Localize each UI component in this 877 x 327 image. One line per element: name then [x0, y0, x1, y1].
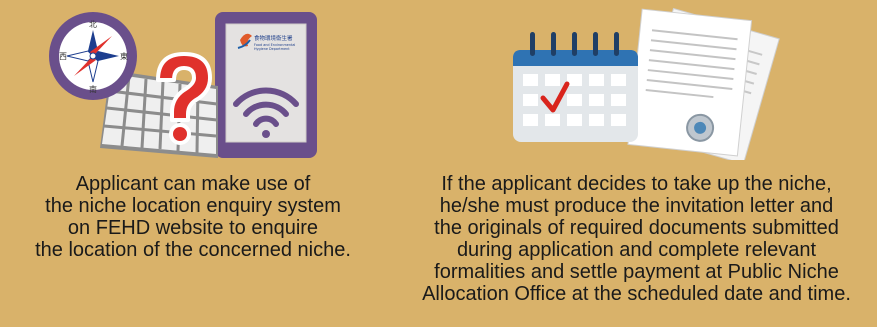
caption-line: on FEHD website to enquire: [67, 217, 319, 239]
appointment-caption: If the applicant decides to take up the …: [396, 173, 877, 305]
logo-name-en-2: Hygiene Department: [254, 47, 290, 51]
documents-icon: [627, 7, 780, 160]
seal-icon: [686, 113, 715, 142]
enquiry-illustration: 食物環境衞生署 Food and Environmental Hygiene D…: [49, 12, 317, 158]
caption-line: formalities and settle payment at Public…: [434, 261, 839, 283]
caption-line: If the applicant decides to take up the …: [441, 173, 832, 195]
caption-line: Applicant can make use of: [75, 173, 311, 195]
appointment-illustration: [513, 7, 780, 160]
caption-line: the location of the concerned niche.: [35, 239, 351, 261]
calendar-icon: [513, 32, 638, 142]
compass-west-label: 西: [59, 52, 67, 61]
logo-name-en-1: Food and Environmental: [254, 43, 295, 47]
compass-east-label: 東: [120, 51, 128, 61]
fehd-logo: 食物環境衞生署 Food and Environmental Hygiene D…: [237, 33, 295, 51]
compass-north-label: 北: [89, 20, 97, 29]
compass-icon: 北 南 東 西: [49, 12, 137, 100]
enquiry-caption: Applicant can make use of the niche loca…: [0, 173, 386, 261]
caption-line: during application and complete relevant: [456, 239, 817, 261]
wifi-icon: [233, 87, 299, 138]
question-mark-icon: [156, 52, 212, 145]
compass-south-label: 南: [89, 84, 97, 94]
checkmark-icon: [540, 81, 570, 113]
caption-line: he/she must produce the invitation lette…: [439, 195, 834, 217]
caption-line: the originals of required documents subm…: [434, 217, 839, 239]
caption-line: Allocation Office at the scheduled date …: [422, 283, 851, 305]
caption-line: the niche location enquiry system: [45, 195, 341, 217]
tablet-icon: 食物環境衞生署 Food and Environmental Hygiene D…: [215, 12, 317, 158]
logo-name-zh: 食物環境衞生署: [254, 34, 293, 42]
